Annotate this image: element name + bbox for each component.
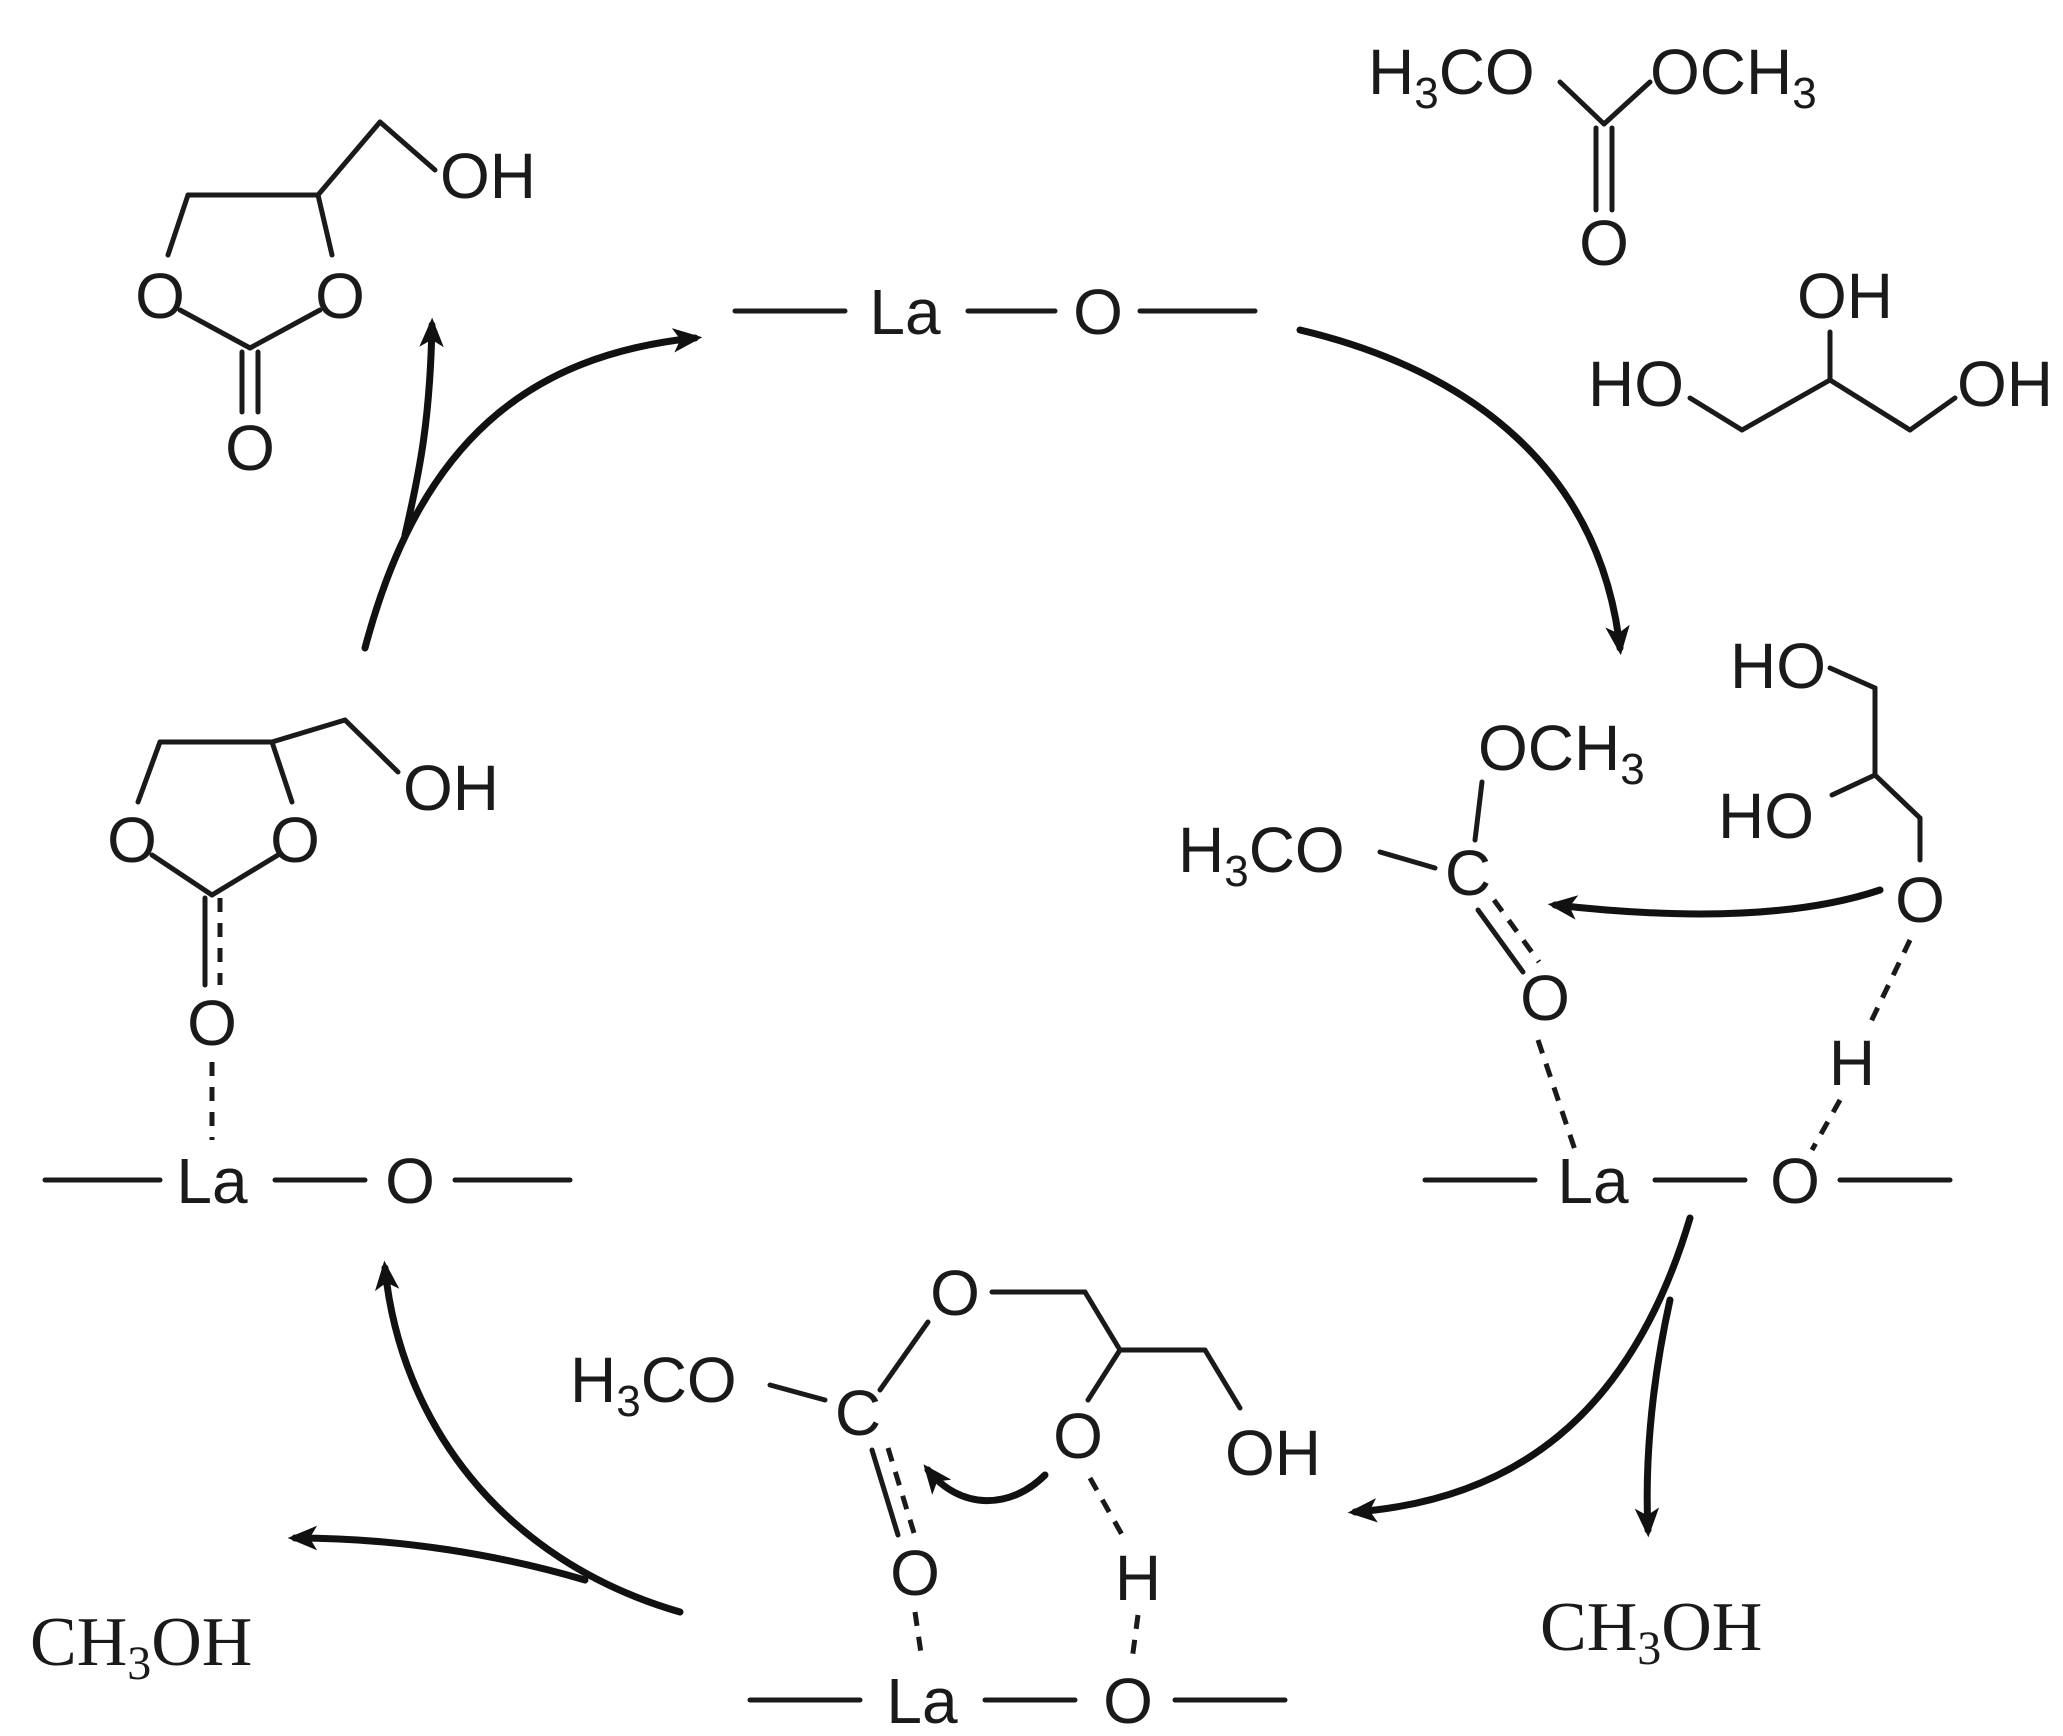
adsorbed-oh: OH [403, 752, 499, 824]
int1-hydrogen: H [1829, 1027, 1875, 1099]
oxygen-atom-right: O [1770, 1145, 1820, 1217]
carbonyl-oxygen: O [1579, 207, 1629, 279]
cyclization-intermediate: H3CO C O OH O H O [570, 1257, 1321, 1661]
int1-h3co: H3CO [1178, 814, 1345, 896]
methoxy-right: OCH3 [1650, 36, 1817, 118]
oxygen-atom-bottom: O [1103, 1665, 1153, 1736]
glycerol-oh-right: OH [1957, 348, 2053, 420]
methanol-byproduct-left: CH3OH [30, 1604, 252, 1690]
int2-ester-oxygen: O [930, 1257, 980, 1329]
catalyst-surface-top: La O [732, 276, 1258, 348]
int1-carbonyl-oxygen: O [1520, 962, 1570, 1034]
catalyst-surface-right: La O [1422, 1145, 1953, 1217]
arrow-left-to-top [361, 328, 703, 652]
lanthanum-atom-left: La [176, 1145, 248, 1217]
electron-arrows [923, 886, 1884, 1505]
glycerol-oh-top: OH [1797, 260, 1893, 332]
methanol-byproduct-right: CH3OH [1540, 1589, 1762, 1675]
methoxy-left: H3CO [1368, 36, 1535, 118]
catalyst-surface-left: La O [42, 1145, 573, 1217]
adsorbed-glycerol-carbonate: OH O O O [107, 717, 499, 1140]
dmc-activation-intermediate: HO HO O H OCH3 H3CO C O [1178, 630, 1945, 1152]
int2-hydrogen: H [1115, 1542, 1161, 1614]
lanthanum-atom-bottom: La [886, 1665, 958, 1736]
int2-alkoxide-oxygen: O [1053, 1400, 1103, 1472]
adsorbed-ring-oxygen-right: O [270, 804, 320, 876]
arrow-branch-methanol-left [287, 1525, 589, 1584]
catalyst-surface-bottom: La O [747, 1665, 1288, 1736]
oxygen-atom-left: O [385, 1145, 435, 1217]
arrow-bottom-to-left [374, 1260, 684, 1616]
int1-carbon: C [1445, 837, 1491, 909]
ring-oxygen-left: O [135, 260, 185, 332]
int2-carbonyl-oxygen: O [890, 1537, 940, 1609]
oxygen-atom: O [1073, 276, 1123, 348]
adsorbed-carbonyl-oxygen: O [187, 987, 237, 1059]
product-oh: OH [440, 140, 536, 212]
cycle-arrows [287, 317, 1694, 1616]
arrow-top-to-right [1296, 326, 1630, 656]
int2-h3co: H3CO [570, 1344, 737, 1426]
int1-ho-top: HO [1730, 630, 1826, 702]
lanthanum-atom-right: La [1557, 1145, 1629, 1217]
adsorbed-ring-oxygen-left: O [107, 804, 157, 876]
dimethyl-carbonate-reactant: H3CO OCH3 O [1368, 36, 1817, 279]
lanthanum-atom: La [869, 276, 941, 348]
int1-ho-middle: HO [1718, 780, 1814, 852]
arrow-branch-methanol-right [1634, 1296, 1674, 1538]
nucleophilic-attack-arrow-right [1547, 886, 1884, 920]
glycerol-ho-left: HO [1588, 348, 1684, 420]
glycerol-reactant: OH HO OH [1588, 260, 2053, 433]
int2-oh: OH [1225, 1417, 1321, 1489]
ring-oxygen-right: O [315, 260, 365, 332]
arrow-right-to-bottom [1347, 1214, 1694, 1523]
int2-carbon: C [835, 1377, 881, 1449]
int1-glycerol-oxygen: O [1895, 864, 1945, 936]
nucleophilic-attack-arrow-bottom [923, 1464, 1049, 1505]
arrow-branch-product [401, 317, 444, 539]
product-carbonyl-oxygen: O [225, 412, 275, 484]
int1-och3: OCH3 [1478, 712, 1645, 794]
glycerol-carbonate-product: OH O O O [135, 119, 536, 484]
